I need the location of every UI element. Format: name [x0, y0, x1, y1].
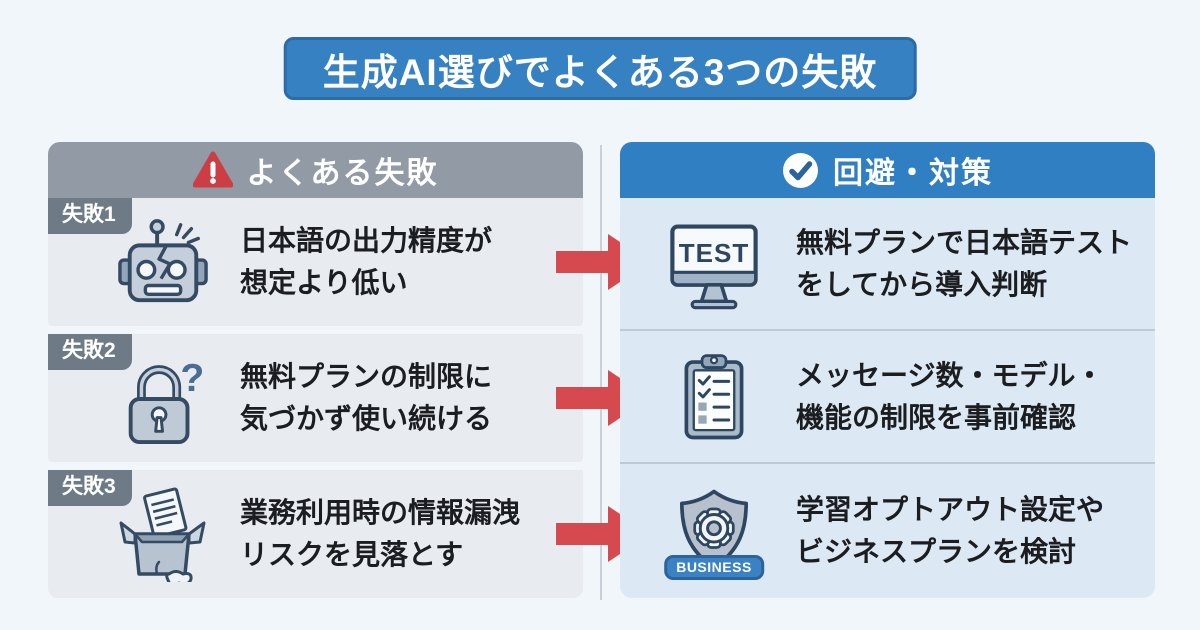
padlock-question-icon: ? — [108, 350, 218, 446]
action-2-line1: メッセージ数・モデル・ — [796, 359, 1104, 391]
failure-3-badge: 失敗3 — [48, 470, 132, 507]
broken-robot-icon — [108, 216, 218, 308]
test-monitor-icon: TEST — [654, 216, 774, 312]
leaking-box-icon — [108, 486, 218, 582]
check-circle-icon — [783, 152, 818, 188]
failure-2-badge: 失敗2 — [48, 334, 132, 371]
checklist-clipboard-icon — [654, 347, 774, 447]
action-3-line2: ビジネスプランを検討 — [796, 536, 1077, 567]
failure-1-text: 日本語の出力精度が 想定より低い — [240, 220, 492, 304]
countermeasures-header-label: 回避・対策 — [833, 157, 993, 190]
countermeasures-body: TEST 無料プランで日本語テスト をしてから導入判断 — [620, 198, 1155, 598]
page-title: 生成AI選びでよくある3つの失敗 — [322, 51, 878, 93]
action-1-line2: をしてから導入判断 — [796, 268, 1048, 300]
countermeasures-header: 回避・対策 — [620, 142, 1155, 198]
action-2-line2: 機能の制限を事前確認 — [796, 401, 1077, 433]
failure-1-line2: 想定より低い — [240, 267, 408, 298]
shield-gear-icon: BUSINESS — [654, 486, 774, 580]
action-row-2: メッセージ数・モデル・ 機能の制限を事前確認 — [620, 331, 1155, 464]
monitor-screen-label: TEST — [679, 237, 750, 267]
action-row-1: TEST 無料プランで日本語テスト をしてから導入判断 — [620, 198, 1155, 331]
action-2-text: メッセージ数・モデル・ 機能の制限を事前確認 — [796, 355, 1103, 439]
failures-panel: よくある失敗 失敗1 — [48, 142, 583, 598]
action-1-text: 無料プランで日本語テスト をしてから導入判断 — [796, 222, 1132, 306]
failure-2-line1: 無料プランの制限に — [240, 361, 493, 392]
failures-header-label: よくある失敗 — [246, 157, 439, 190]
failure-row-2: 失敗2 ? 無料プランの制限に 気づかず使い続ける — [48, 334, 583, 462]
failure-1-line1: 日本語の出力精度が — [240, 225, 493, 256]
failure-3-text: 業務利用時の情報漏洩 リスクを見落とす — [240, 492, 520, 576]
failure-3-line1: 業務利用時の情報漏洩 — [240, 497, 521, 528]
countermeasures-panel: 回避・対策 TEST 無料プランで日本語テスト をしてから導入判断 — [620, 142, 1155, 598]
svg-text:?: ? — [180, 357, 204, 400]
failures-header: よくある失敗 — [48, 142, 583, 198]
failure-1-badge: 失敗1 — [48, 198, 132, 235]
failure-row-3: 失敗3 — [48, 470, 583, 598]
failure-3-line2: リスクを見落とす — [240, 539, 464, 570]
failure-2-text: 無料プランの制限に 気づかず使い続ける — [240, 356, 492, 440]
action-3-text: 学習オプトアウト設定や ビジネスプランを検討 — [796, 489, 1104, 573]
action-3-line1: 学習オプトアウト設定や — [796, 494, 1105, 525]
failure-row-1: 失敗1 日本語の出力精度が — [48, 198, 583, 326]
business-badge: BUSINESS — [664, 555, 764, 580]
action-row-3: BUSINESS 学習オプトアウト設定や ビジネスプランを検討 — [620, 464, 1155, 598]
page-title-banner: 生成AI選びでよくある3つの失敗 — [283, 37, 917, 100]
action-1-line1: 無料プランで日本語テスト — [796, 226, 1133, 258]
warning-triangle-icon — [192, 151, 233, 188]
failure-2-line2: 気づかず使い続ける — [240, 403, 493, 434]
column-divider — [600, 145, 602, 600]
